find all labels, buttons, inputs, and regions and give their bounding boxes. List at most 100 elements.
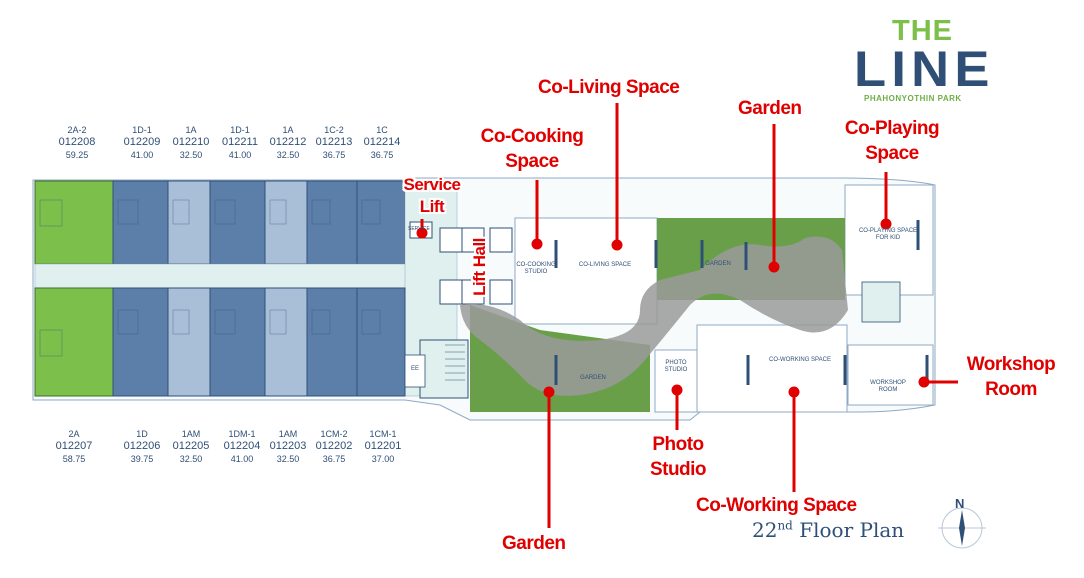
- unit-number: 012206: [123, 440, 161, 453]
- unit-area: 36.75: [370, 150, 394, 160]
- unit-type: 2A-2: [67, 125, 87, 135]
- unit-012201: [356, 287, 406, 397]
- unit-number: 012209: [123, 136, 161, 149]
- logo-the: THE: [892, 15, 953, 47]
- callout-co-playing-line1: Co-Playing: [844, 118, 940, 139]
- unit-label-bottom: 1CM-1 012201 37.00: [353, 429, 413, 465]
- callout-pointers: [416, 103, 958, 528]
- unit-area: 59.25: [65, 150, 89, 160]
- unit-type: 1D-1: [132, 125, 152, 135]
- workshop-room: [847, 344, 934, 406]
- unit-partitions: [39, 199, 381, 357]
- unit-label-top: 1A 012210 32.50: [161, 125, 221, 161]
- unit-type: 1C-2: [324, 125, 344, 135]
- east-stair: [861, 281, 901, 323]
- unit-number: 012213: [315, 136, 353, 149]
- unit-type: 1C: [376, 125, 388, 135]
- callout-service-line1: Service: [403, 175, 462, 194]
- unit-area: 41.00: [130, 150, 154, 160]
- unit-type: 1A: [185, 125, 197, 135]
- floor-label: Floor Plan: [799, 518, 905, 542]
- unit-012204: [209, 287, 266, 397]
- unit-012205: [167, 287, 211, 397]
- lift-shafts: [409, 221, 513, 305]
- unit-area: 41.00: [230, 454, 254, 464]
- unit-012213: [306, 180, 358, 265]
- room-label-service: SERVICE: [408, 226, 430, 232]
- callout-co-working: Co-Working Space: [696, 495, 857, 516]
- unit-number: 012207: [55, 440, 93, 453]
- callout-garden-top: Garden: [738, 98, 802, 119]
- unit-label-top: 1D-1 012209 41.00: [112, 125, 172, 161]
- corridor: [34, 263, 446, 289]
- unit-label-top: 1C-2 012213 36.75: [304, 125, 364, 161]
- callout-workshop-line1: Workshop: [966, 354, 1056, 375]
- callout-garden-bottom: Garden: [502, 533, 566, 554]
- logo-park: PHAHONYOTHIN PARK: [864, 94, 962, 103]
- floor-number: 22: [752, 518, 778, 542]
- unit-area: 32.50: [179, 454, 203, 464]
- unit-012203: [264, 287, 308, 397]
- window-accents: [554, 220, 929, 385]
- ee-room: [404, 354, 426, 388]
- unit-number: 012203: [269, 440, 307, 453]
- photo-studio-room: [654, 349, 698, 413]
- unit-label-bottom: 1AM 012203 32.50: [258, 429, 318, 465]
- unit-label-top: 1A 012212 32.50: [258, 125, 318, 161]
- compass-north-label: N: [955, 496, 965, 511]
- callout-service-line2: Lift: [419, 197, 445, 216]
- unit-number: 012205: [172, 440, 210, 453]
- room-label-ee: EE: [410, 366, 419, 372]
- unit-012209: [112, 180, 169, 265]
- callout-lift-hall: Lift Hall: [470, 238, 489, 296]
- callout-workshop: Workshop Room: [946, 352, 1076, 402]
- unit-012211: [209, 180, 266, 265]
- callout-photo-line2: Studio: [649, 459, 707, 480]
- unit-type: 1DM-1: [228, 429, 256, 439]
- unit-label-bottom: 1D 012206 39.75: [112, 429, 172, 465]
- room-label-garden-top: GARDEN: [705, 261, 731, 267]
- unit-area: 39.75: [130, 454, 154, 464]
- unit-012202: [306, 287, 358, 397]
- unit-area: 41.00: [228, 150, 252, 160]
- unit-012214: [356, 180, 406, 265]
- callout-photo-line1: Photo: [652, 434, 704, 455]
- callout-service-lift: Service Lift: [396, 174, 468, 218]
- co-working-room: [696, 324, 848, 413]
- unit-type: 1A: [282, 125, 294, 135]
- room-label-co-working: CO-WORKING SPACE: [769, 357, 831, 363]
- unit-type: 1D-1: [230, 125, 250, 135]
- room-label-co-cooking: CO-COOKING STUDIO: [516, 262, 556, 276]
- co-living-room: [514, 217, 658, 325]
- unit-012208: [34, 180, 114, 265]
- room-label-workshop: WORKSHOP ROOM: [870, 380, 906, 394]
- unit-number: 012204: [223, 440, 261, 453]
- logo-line: LINE: [854, 41, 995, 97]
- unit-label-bottom: 1AM 012205 32.50: [161, 429, 221, 465]
- unit-area: 32.50: [276, 454, 300, 464]
- unit-label-top: 1D-1 012211 41.00: [210, 125, 270, 161]
- unit-012206: [112, 287, 169, 397]
- callout-co-playing-line2: Space: [865, 143, 919, 164]
- floor-suffix: nd: [777, 518, 793, 533]
- unit-area: 36.75: [322, 150, 346, 160]
- callout-co-living: Co-Living Space: [538, 77, 680, 98]
- unit-label-bottom: 2A 012207 58.75: [44, 429, 104, 465]
- the-line-logo: THE LINE PHAHONYOTHIN PARK: [848, 14, 998, 104]
- callout-co-cooking-line2: Space: [505, 151, 559, 172]
- unit-label-bottom: 1CM-2 012202 36.75: [304, 429, 364, 465]
- unit-area: 37.00: [371, 454, 395, 464]
- unit-type: 1D: [136, 429, 148, 439]
- unit-number: 012211: [222, 136, 258, 149]
- unit-012207: [34, 287, 114, 397]
- unit-number: 012208: [58, 136, 96, 149]
- floor-plan-title: 22nd Floor Plan: [752, 518, 904, 542]
- callout-photo-studio: Photo Studio: [632, 432, 724, 482]
- stair-core: [419, 339, 469, 399]
- unit-type: 2A: [68, 429, 80, 439]
- unit-area: 32.50: [276, 150, 300, 160]
- unit-type: 1AM: [278, 429, 298, 439]
- unit-type: 1CM-1: [369, 429, 397, 439]
- callout-co-playing: Co-Playing Space: [832, 116, 952, 166]
